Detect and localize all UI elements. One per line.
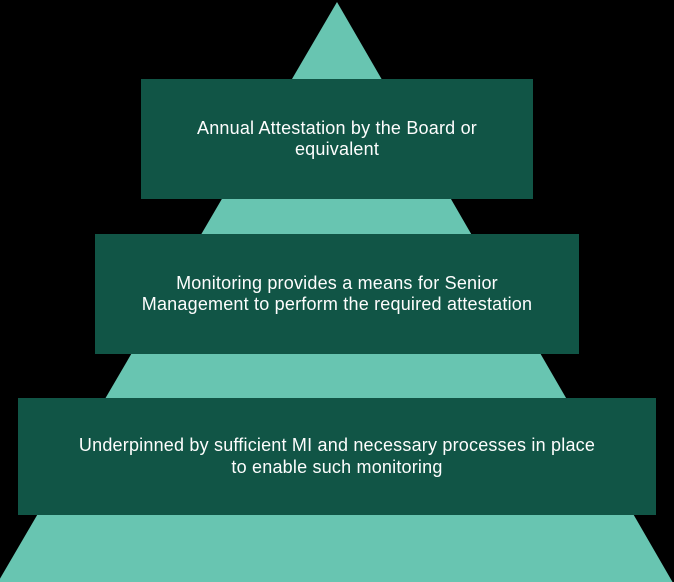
pyramid-level-middle: Monitoring provides a means for Senior M… bbox=[95, 234, 579, 354]
pyramid-level-bottom-line-2: to enable such monitoring bbox=[231, 456, 443, 477]
pyramid-level-middle-line-2: Management to perform the required attes… bbox=[141, 294, 533, 314]
pyramid-level-bottom-line-1: Underpinned by sufficient MI and necessa… bbox=[78, 435, 596, 455]
pyramid-level-middle-text: Monitoring provides a means for Senior M… bbox=[95, 273, 579, 316]
pyramid-level-top-text: Annual Attestation by the Board or equiv… bbox=[141, 118, 533, 161]
pyramid-level-top: Annual Attestation by the Board or equiv… bbox=[141, 79, 533, 199]
pyramid-level-middle-line-1: Monitoring provides a means for Senior bbox=[176, 272, 498, 293]
pyramid-level-top-line-1: Annual Attestation by the Board or bbox=[197, 117, 477, 138]
pyramid-level-bottom: Underpinned by sufficient MI and necessa… bbox=[18, 398, 656, 515]
pyramid-level-top-line-2: equivalent bbox=[294, 139, 380, 159]
pyramid-level-bottom-text: Underpinned by sufficient MI and necessa… bbox=[18, 435, 656, 478]
